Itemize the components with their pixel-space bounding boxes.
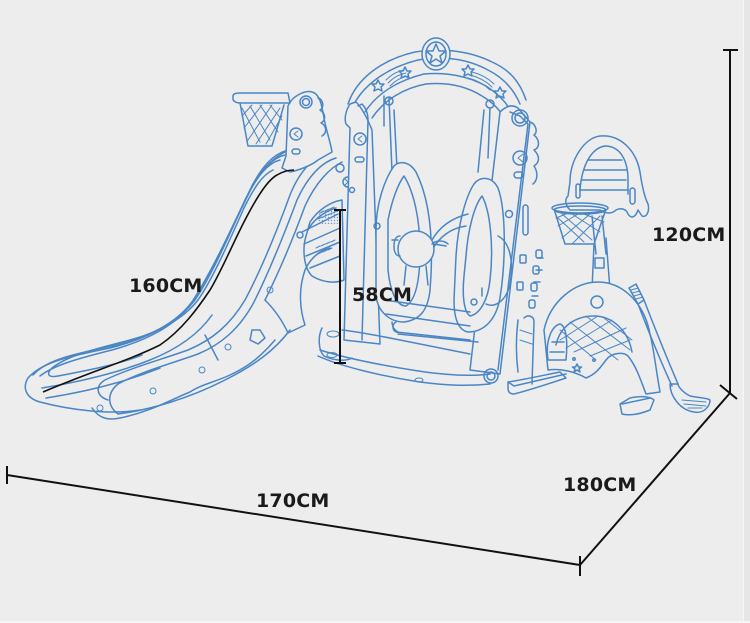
depth-line xyxy=(579,392,731,566)
image-border-right xyxy=(743,0,750,623)
left-basketball-hoop xyxy=(232,92,291,147)
soccer-goal xyxy=(507,281,661,416)
right-basketball-hoop xyxy=(551,135,650,291)
slide xyxy=(24,149,343,420)
swing-seat xyxy=(373,161,513,343)
dimension-lines xyxy=(6,49,738,576)
slide-tower xyxy=(281,90,333,173)
slide-ladder xyxy=(296,163,354,361)
swing-frame xyxy=(317,37,544,387)
slide-length-line xyxy=(42,169,295,393)
total-height-label: 120CM xyxy=(652,224,726,246)
total-depth-label: 180CM xyxy=(563,474,637,496)
golf-club xyxy=(628,283,711,414)
width-line xyxy=(6,474,581,566)
image-border-bottom xyxy=(0,621,750,623)
seat-height-label: 58CM xyxy=(352,284,413,306)
total-width-label: 170CM xyxy=(256,490,330,512)
slide-length-label: 160CM xyxy=(129,275,203,297)
